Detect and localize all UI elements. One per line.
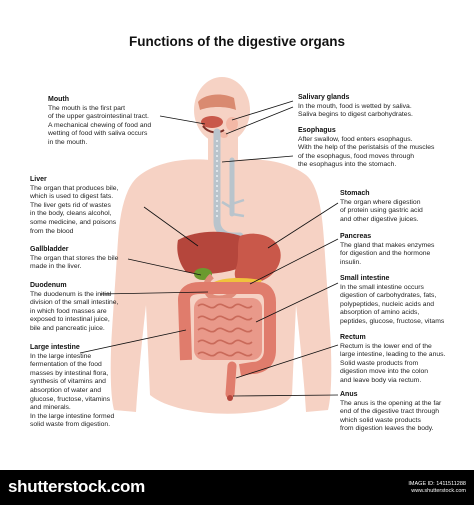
leader-mouth (159, 115, 206, 125)
leader-esophagus (221, 155, 294, 163)
leader-stomach (267, 202, 339, 249)
small-intestine-organ (194, 298, 262, 360)
leader-small-intestine (255, 282, 339, 323)
label-stomach: Stomach The organ where digestion of pro… (340, 190, 470, 224)
rectum-heading: Rectum (340, 334, 366, 341)
leader-lines (79, 100, 339, 397)
leader-pancreas (249, 238, 339, 285)
label-rectum: Rectum Rectum is the lower end of the la… (340, 334, 470, 386)
duodenum-text: The duodenum is the initial division of … (30, 290, 119, 332)
label-mouth: Mouth The mouth is the first part of the… (48, 96, 178, 148)
anus-marker (227, 395, 233, 401)
footer-image-id: IMAGE ID: 1411511288 www.shutterstock.co… (408, 481, 466, 495)
leader-salivary-a (231, 100, 294, 121)
stomach-text: The organ where digestion of protein usi… (340, 198, 423, 223)
mouth-text: The mouth is the first part of the upper… (48, 104, 152, 146)
stomach-organ (234, 233, 281, 285)
leader-gallbladder (127, 258, 202, 276)
leader-rectum (235, 344, 339, 379)
label-large-intestine: Large intestine In the large intestine f… (30, 344, 148, 430)
leader-anus (232, 394, 339, 397)
leader-liver (143, 206, 199, 247)
leader-duodenum (99, 291, 209, 295)
footer-brand-logo[interactable]: shutterstock.com (8, 477, 145, 496)
small-intestine-heading: Small intestine (340, 275, 390, 282)
anus-heading: Anus (340, 391, 358, 398)
mouth-organ (198, 94, 238, 138)
esophagus-heading: Esophagus (298, 127, 336, 134)
anus-text: The anus is the opening at the far end o… (340, 399, 442, 433)
label-anus: Anus The anus is the opening at the far … (340, 391, 470, 434)
image-id-text: IMAGE ID: 1411511288 (408, 481, 466, 487)
small-intestine-text: In the small intestine occurs digestion … (340, 283, 445, 325)
large-intestine-heading: Large intestine (30, 344, 80, 351)
gallbladder-text: The organ that stores the bile made in t… (30, 254, 119, 271)
duodenum-heading: Duodenum (30, 282, 67, 289)
mouth-heading: Mouth (48, 96, 69, 103)
label-duodenum: Duodenum The duodenum is the initial div… (30, 282, 148, 334)
liver-heading: Liver (30, 176, 47, 183)
liver-text: The organ that produces bile, which is u… (30, 184, 119, 235)
rectum-text: Rectum is the lower end of the large int… (340, 342, 446, 384)
gallbladder-heading: Gallbladder (30, 246, 69, 253)
liver-organ (177, 231, 250, 275)
pancreas-heading: Pancreas (340, 233, 372, 240)
leader-salivary-b (225, 106, 294, 135)
label-small-intestine: Small intestine In the small intestine o… (340, 275, 470, 327)
stomach-heading: Stomach (340, 190, 370, 197)
digestive-system-diagram (79, 77, 339, 414)
label-pancreas: Pancreas The gland that makes enzymes fo… (340, 233, 470, 267)
label-gallbladder: Gallbladder The organ that stores the bi… (30, 246, 148, 272)
label-salivary-glands: Salivary glands In the mouth, food is we… (298, 94, 468, 120)
label-liver: Liver The organ that produces bile, whic… (30, 176, 148, 236)
pancreas-text: The gland that makes enzymes for digesti… (340, 241, 435, 266)
salivary-glands-text: In the mouth, food is wetted by saliva. … (298, 102, 413, 119)
diagram-title: Functions of the digestive organs (128, 34, 346, 49)
esophagus-text: After swallow, food enters esophagus. Wi… (298, 135, 435, 169)
large-intestine-text: In the large intestine fermentation of t… (30, 352, 115, 429)
footer-bar: shutterstock.com IMAGE ID: 1411511288 ww… (0, 470, 474, 505)
large-intestine-organ (178, 282, 276, 376)
rectum-organ (225, 361, 237, 399)
salivary-glands-heading: Salivary glands (298, 94, 350, 101)
leader-large-intestine (79, 329, 187, 354)
site-url-text[interactable]: www.shutterstock.com (411, 488, 466, 494)
label-esophagus: Esophagus After swallow, food enters eso… (298, 127, 470, 170)
